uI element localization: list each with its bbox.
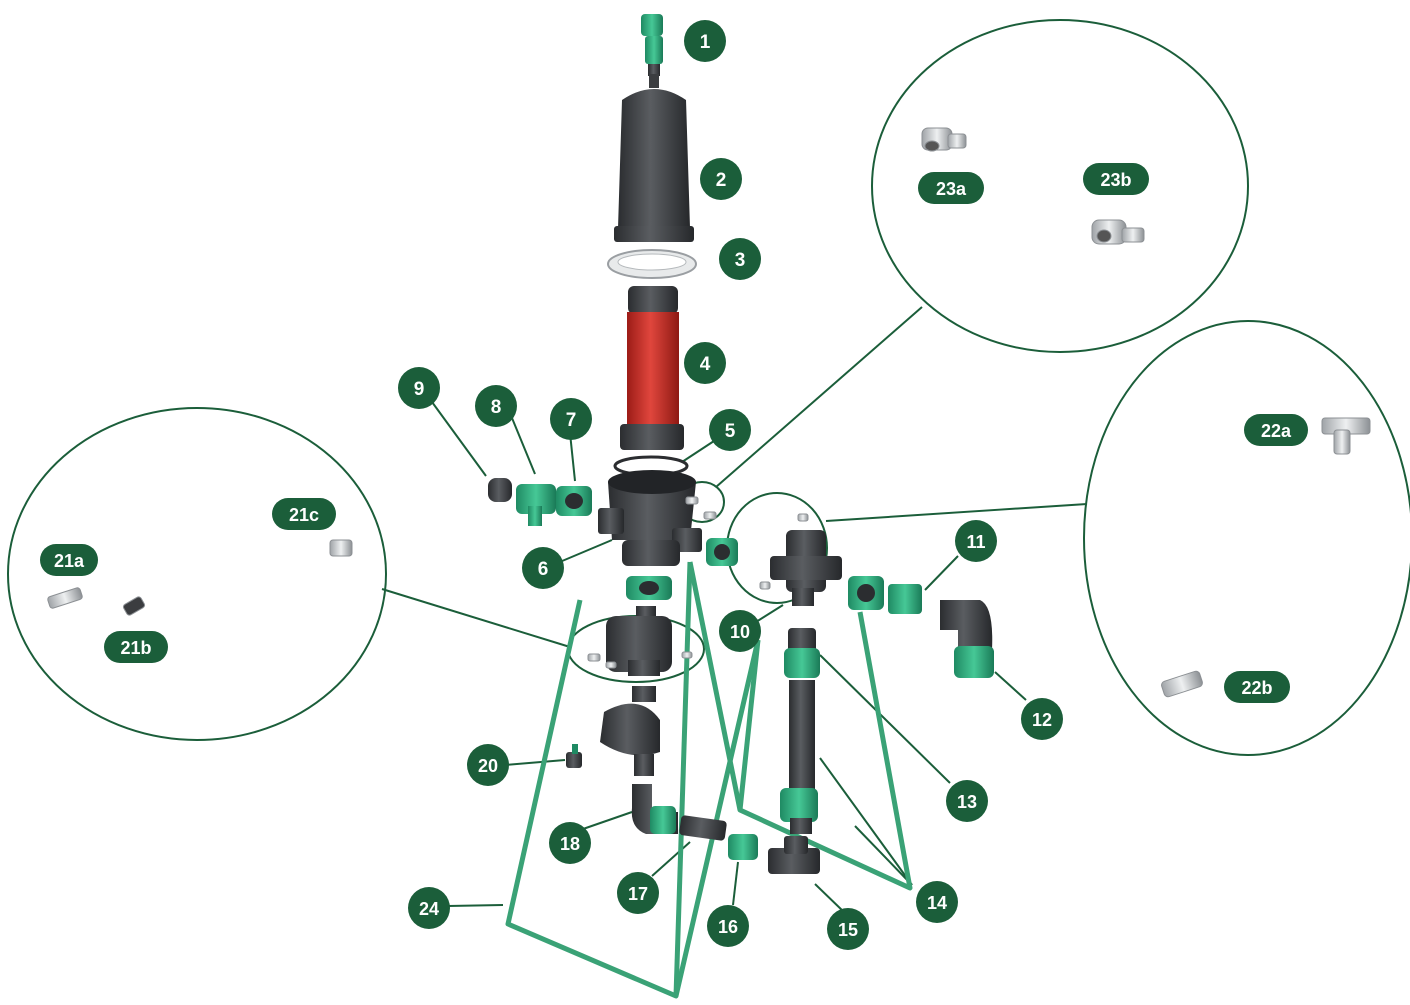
badge-22b-text: 22b	[1241, 678, 1272, 698]
fitting-21a	[47, 587, 83, 609]
elbow-part-12	[940, 600, 994, 678]
valve-part-10	[770, 530, 842, 606]
drain-cock-part-20	[566, 744, 582, 768]
clamp-ring-part-3	[607, 249, 697, 279]
badge-2-text: 2	[716, 170, 727, 191]
saddle-part-11	[848, 576, 922, 614]
badge-24: 24	[408, 887, 450, 929]
badge-12: 12	[1021, 698, 1063, 740]
badge-10: 10	[719, 610, 761, 652]
badge-11: 11	[955, 520, 997, 562]
badge-21a-text: 21a	[54, 551, 85, 571]
badge-23a-text: 23a	[936, 179, 967, 199]
badge-23b: 23b	[1083, 163, 1149, 195]
saddle-part-7	[556, 486, 592, 516]
hydrocyclone	[600, 686, 660, 776]
badge-9: 9	[398, 367, 440, 409]
badge-6: 6	[522, 547, 564, 589]
badge-21b: 21b	[104, 631, 168, 663]
badge-21c-text: 21c	[289, 505, 319, 525]
riser-pipe	[780, 628, 820, 834]
badge-20: 20	[467, 744, 509, 786]
badge-3-text: 3	[735, 250, 746, 271]
callout-badges: 1 2 3 4 5 6 7 8 9 10 11 12 13 14 15 16 1…	[40, 20, 1308, 950]
badge-15: 15	[827, 908, 869, 950]
badge-1: 1	[684, 20, 726, 62]
badge-23b-text: 23b	[1100, 170, 1131, 190]
disc-cartridge-part-4	[620, 286, 684, 450]
badge-15-text: 15	[838, 920, 858, 940]
fitting-22a	[1321, 417, 1371, 455]
backflush-valve-group	[706, 530, 994, 678]
badge-5: 5	[709, 409, 751, 451]
badge-14: 14	[916, 881, 958, 923]
badge-16-text: 16	[718, 917, 738, 937]
badge-17: 17	[617, 872, 659, 914]
tee-part-15	[768, 836, 820, 874]
badge-22a-text: 22a	[1261, 421, 1292, 441]
badge-22b: 22b	[1224, 671, 1290, 703]
badge-22a: 22a	[1244, 414, 1308, 446]
badge-9-text: 9	[414, 379, 425, 400]
badge-16: 16	[707, 905, 749, 947]
badge-10-text: 10	[730, 622, 750, 642]
detail-circle-22	[1083, 320, 1410, 756]
elbow-part-18	[631, 784, 678, 834]
badge-18: 18	[549, 822, 591, 864]
badge-3: 3	[719, 238, 761, 280]
badge-7-text: 7	[566, 410, 577, 431]
badge-18-text: 18	[560, 834, 580, 854]
badge-20-text: 20	[478, 756, 498, 776]
fitting-21c	[329, 539, 353, 557]
saddle-part-8	[516, 484, 556, 526]
filter-body-part-6	[598, 470, 702, 566]
badge-24-text: 24	[419, 899, 439, 919]
leader-lines	[381, 306, 1088, 914]
detail-circle-21	[7, 407, 387, 741]
badge-1-text: 1	[700, 32, 711, 53]
badge-5-text: 5	[725, 421, 736, 442]
badge-7: 7	[550, 398, 592, 440]
fitting-21b	[122, 596, 146, 616]
filter-cover-part-2	[614, 74, 694, 242]
badge-8: 8	[475, 385, 517, 427]
base-connector	[626, 576, 672, 600]
badge-4: 4	[684, 342, 726, 384]
badge-23a: 23a	[918, 172, 984, 204]
air-valve-part-1	[641, 14, 663, 76]
plug-part-9	[488, 478, 512, 502]
fitting-23a	[921, 127, 967, 152]
silver-fittings	[47, 127, 1371, 698]
stand-frame	[505, 561, 913, 999]
inlet-parts	[488, 478, 672, 600]
badge-6-text: 6	[538, 559, 549, 580]
badge-11-text: 11	[966, 532, 985, 552]
manifold-group	[566, 606, 820, 874]
badge-21b-text: 21b	[120, 638, 151, 658]
fitting-23b	[1091, 219, 1145, 245]
badge-13: 13	[946, 780, 988, 822]
detail-circle-23	[871, 19, 1249, 353]
coupling-part-16	[728, 834, 758, 860]
badge-8-text: 8	[491, 397, 502, 418]
filter-assembly	[598, 14, 702, 566]
badge-13-text: 13	[957, 792, 977, 812]
badge-21c: 21c	[272, 498, 336, 530]
badge-12-text: 12	[1032, 710, 1052, 730]
pipe-part-17	[679, 815, 727, 841]
manifold-tee	[606, 606, 672, 676]
badge-14-text: 14	[927, 893, 947, 913]
fitting-22b	[1161, 670, 1203, 698]
badge-4-text: 4	[700, 354, 711, 375]
badge-2: 2	[700, 158, 742, 200]
badge-17-text: 17	[628, 884, 648, 904]
badge-21a: 21a	[40, 544, 98, 576]
